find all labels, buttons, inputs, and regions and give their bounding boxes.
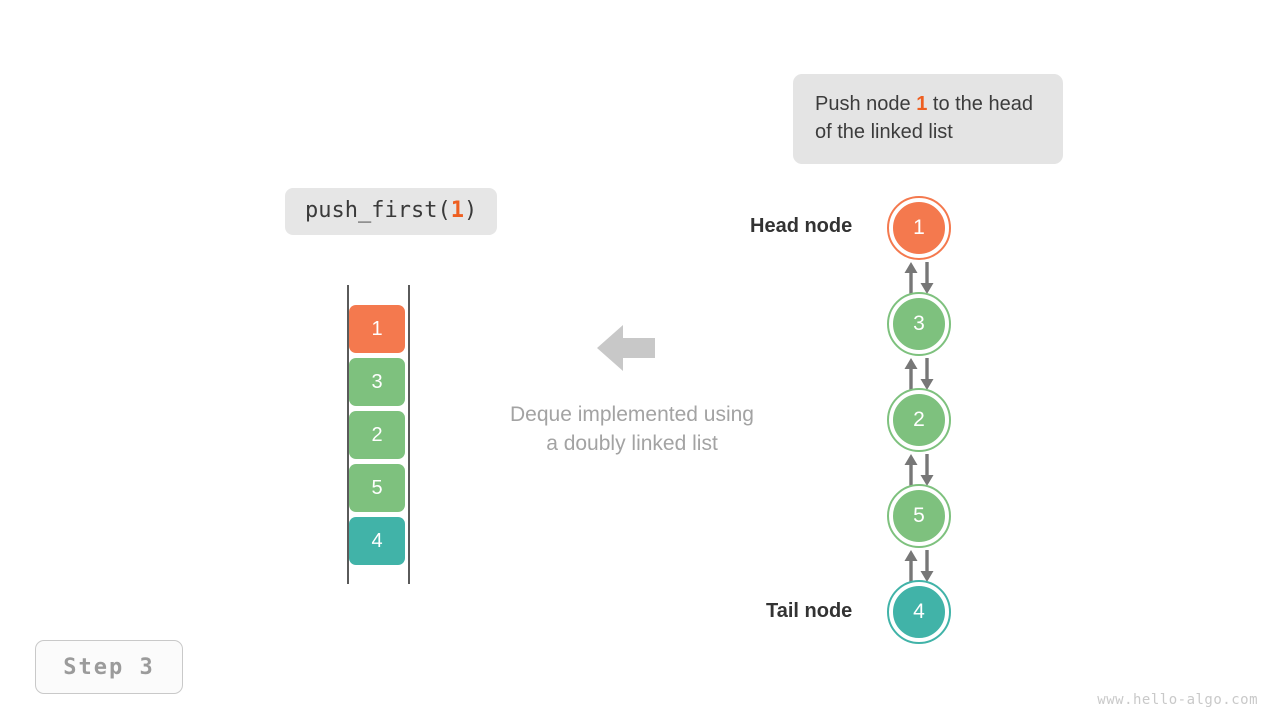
stack-cell: 3 [349, 358, 405, 406]
operation-name: push_first( [305, 198, 451, 223]
operation-label: push_first(1) [285, 188, 498, 235]
callout-suffix: to the head of the linked list [815, 93, 1033, 143]
caption-line-1: Deque implemented using [510, 403, 754, 426]
stack-cell: 1 [349, 305, 405, 353]
head-node-label: Head node [750, 215, 853, 237]
stack-cell: 2 [349, 411, 405, 459]
list-node-value: 3 [913, 312, 925, 335]
doubly-linked-list-view: 1 3 2 5 4 Head node Tail node [750, 180, 990, 650]
list-node: 4 [890, 583, 948, 641]
list-node: 2 [890, 391, 948, 449]
stack-cell-value: 1 [371, 317, 383, 340]
stack-cell: 5 [349, 464, 405, 512]
watermark: www.hello-algo.com [1097, 692, 1258, 708]
bidirectional-link-arrows-icon [890, 454, 948, 492]
callout-prefix: Push node [815, 93, 917, 115]
list-node: 5 [890, 487, 948, 545]
caption-line-2: a doubly linked list [546, 432, 718, 455]
list-node: 3 [890, 295, 948, 353]
callout-highlight-value: 1 [916, 93, 928, 115]
list-node-ring [887, 292, 951, 356]
stack-rail-right [408, 285, 410, 584]
list-node-ring [887, 580, 951, 644]
list-node: 1 [890, 199, 948, 257]
diagram-caption: Deque implemented using a doubly linked … [452, 400, 812, 458]
tail-node-label: Tail node [766, 600, 853, 622]
left-arrow-icon [597, 323, 655, 373]
list-node-value: 4 [913, 600, 925, 623]
step-badge: Step 3 [35, 640, 183, 694]
list-node-ring [887, 196, 951, 260]
list-node-value: 5 [913, 504, 925, 527]
bidirectional-link-arrows-icon [890, 358, 948, 396]
list-node-ring [887, 388, 951, 452]
bidirectional-link-arrows-icon [890, 550, 948, 588]
operation-close-paren: ) [463, 198, 478, 223]
operation-arg: 1 [450, 198, 464, 223]
list-node-value: 1 [913, 216, 925, 239]
stack-cell-value: 3 [371, 370, 383, 393]
stack-cell: 4 [349, 517, 405, 565]
stack-rail-left [347, 285, 349, 584]
deque-stack-view: 1 3 2 5 4 [340, 280, 420, 590]
stack-cell-value: 4 [371, 529, 383, 552]
stack-cell-value: 2 [371, 423, 383, 446]
list-node-value: 2 [913, 408, 925, 431]
callout-push-node: Push node 1 to the head of the linked li… [793, 74, 1063, 164]
stack-cell-value: 5 [371, 476, 383, 499]
bidirectional-link-arrows-icon [890, 262, 948, 300]
list-node-ring [887, 484, 951, 548]
